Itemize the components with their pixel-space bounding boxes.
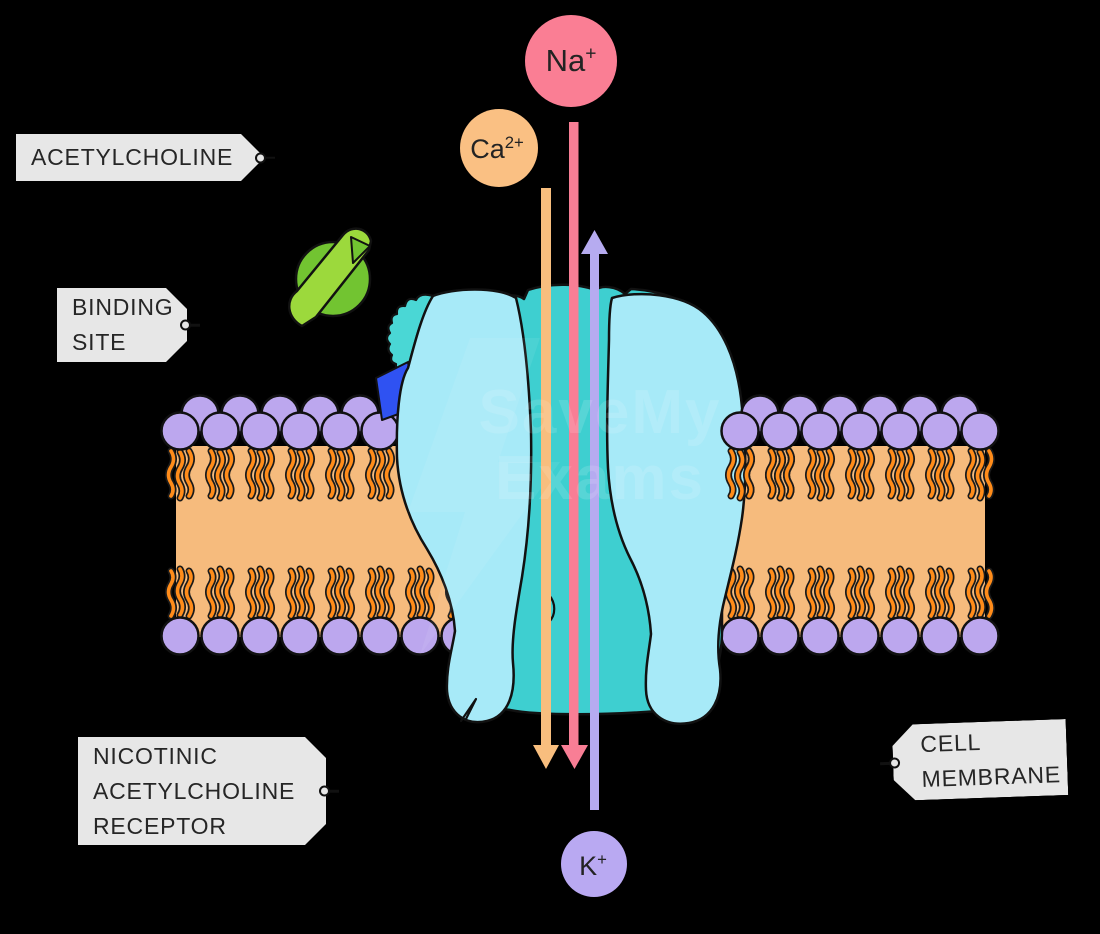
lipid-tails xyxy=(809,451,832,498)
potassium-charge: + xyxy=(597,850,607,869)
lipid-tails xyxy=(249,569,272,616)
lipid-head xyxy=(160,411,200,451)
lipid-tails xyxy=(409,569,432,616)
lipid-tails xyxy=(809,569,832,616)
lipid-head xyxy=(280,411,320,451)
nicotinic-receptor-label-bg xyxy=(78,737,326,845)
potassium-ion xyxy=(561,831,627,897)
nicotinic-label-line2: ACETYLCHOLINE xyxy=(93,777,296,804)
lipid-head xyxy=(880,616,920,656)
tag-hole-line xyxy=(329,789,339,793)
lipid-head xyxy=(760,411,800,451)
lipid-head xyxy=(240,616,280,656)
lipid-head xyxy=(800,616,840,656)
binding-site-label-bg xyxy=(57,288,187,362)
lipid-head xyxy=(280,616,320,656)
lipid-head xyxy=(920,616,960,656)
lipid-head xyxy=(200,411,240,451)
calcium-arrow-down xyxy=(533,188,559,769)
watermark-bolt xyxy=(408,338,560,655)
lipid-tails xyxy=(969,451,992,498)
nicotinic-label-line1: NICOTINIC xyxy=(93,742,218,769)
lipid-head xyxy=(960,411,1000,451)
lipid-tails xyxy=(849,451,872,498)
lipid-head xyxy=(840,616,880,656)
sodium-charge: + xyxy=(585,43,597,65)
lipid-tails xyxy=(849,569,872,616)
lipid-tails xyxy=(369,569,392,616)
potassium-ion-label: K+ xyxy=(579,850,607,882)
lipid-tails xyxy=(929,569,952,616)
sodium-ion xyxy=(525,15,617,107)
tag-hole-line xyxy=(190,323,200,327)
lipid-head xyxy=(240,411,280,451)
lipid-tails xyxy=(209,569,232,616)
lipid-tails xyxy=(969,569,992,616)
lipid-tails xyxy=(729,569,752,616)
lipid-head xyxy=(320,616,360,656)
acetylcholine-ribbon xyxy=(288,227,373,328)
lipid-tails xyxy=(329,451,352,498)
acetylcholine-label-bg xyxy=(16,134,262,181)
receptor-pointer-arrow xyxy=(459,697,478,723)
lipid-head xyxy=(160,616,200,656)
binding-site-label: BINDING SITE xyxy=(57,288,200,362)
potassium-symbol: K xyxy=(579,851,598,881)
binding-site-label-line1: BINDING xyxy=(72,294,174,320)
calcium-symbol: Ca xyxy=(470,134,505,164)
lipid-tails xyxy=(209,451,232,498)
acetylcholine-label-text: ACETYLCHOLINE xyxy=(31,144,234,170)
calcium-ion xyxy=(460,109,538,187)
lipid-tails xyxy=(769,569,792,616)
lipid-head xyxy=(720,616,760,656)
acetylcholine-ribbon-fold xyxy=(350,236,371,264)
nicotinic-acetylcholine-receptor xyxy=(375,283,747,725)
lipid-head xyxy=(320,411,360,451)
lipid-tails xyxy=(889,451,912,498)
lipid-tails xyxy=(929,451,952,498)
tag-hole-line xyxy=(880,761,891,765)
sodium-symbol: Na xyxy=(545,43,586,78)
cell-membrane-label: CELL MEMBRANE xyxy=(880,719,1069,801)
sodium-arrow-down xyxy=(561,122,588,769)
lipid-tails xyxy=(329,569,352,616)
lipid-tails xyxy=(249,451,272,498)
receptor-left-subunit xyxy=(395,288,533,724)
acetylcholine-label: ACETYLCHOLINE xyxy=(16,134,275,181)
lipid-head xyxy=(720,411,760,451)
lipid-tails xyxy=(289,569,312,616)
sodium-ion-label: Na+ xyxy=(546,43,597,79)
cell-membrane-label-line2: MEMBRANE xyxy=(921,761,1062,793)
lipid-tails xyxy=(369,451,392,498)
lipid-tails xyxy=(289,451,312,498)
lipid-head xyxy=(360,616,400,656)
lipid-head xyxy=(360,411,400,451)
lipid-head xyxy=(840,411,880,451)
lipid-head xyxy=(880,411,920,451)
potassium-arrow-up xyxy=(581,230,608,810)
lipid-tails xyxy=(169,451,192,498)
lipid-tails xyxy=(769,451,792,498)
binding-site-label-line2: SITE xyxy=(72,329,127,355)
lipid-head xyxy=(960,616,1000,656)
lipid-tails xyxy=(729,451,752,498)
acetylcholine-molecule xyxy=(288,227,373,328)
lipid-head xyxy=(760,616,800,656)
calcium-charge: 2+ xyxy=(504,133,524,152)
receptor-right-subunit xyxy=(605,292,747,725)
ion-arrows xyxy=(533,122,608,810)
lipid-head xyxy=(200,616,240,656)
lipid-head xyxy=(800,411,840,451)
lipid-tails xyxy=(169,569,192,616)
nicotinic-receptor-label: NICOTINIC ACETYLCHOLINE RECEPTOR xyxy=(78,737,339,845)
lipid-tails xyxy=(889,569,912,616)
nicotinic-label-line3: RECEPTOR xyxy=(93,812,227,839)
lipid-head xyxy=(920,411,960,451)
calcium-ion-label: Ca2+ xyxy=(470,133,524,165)
tag-hole-line xyxy=(265,156,275,159)
